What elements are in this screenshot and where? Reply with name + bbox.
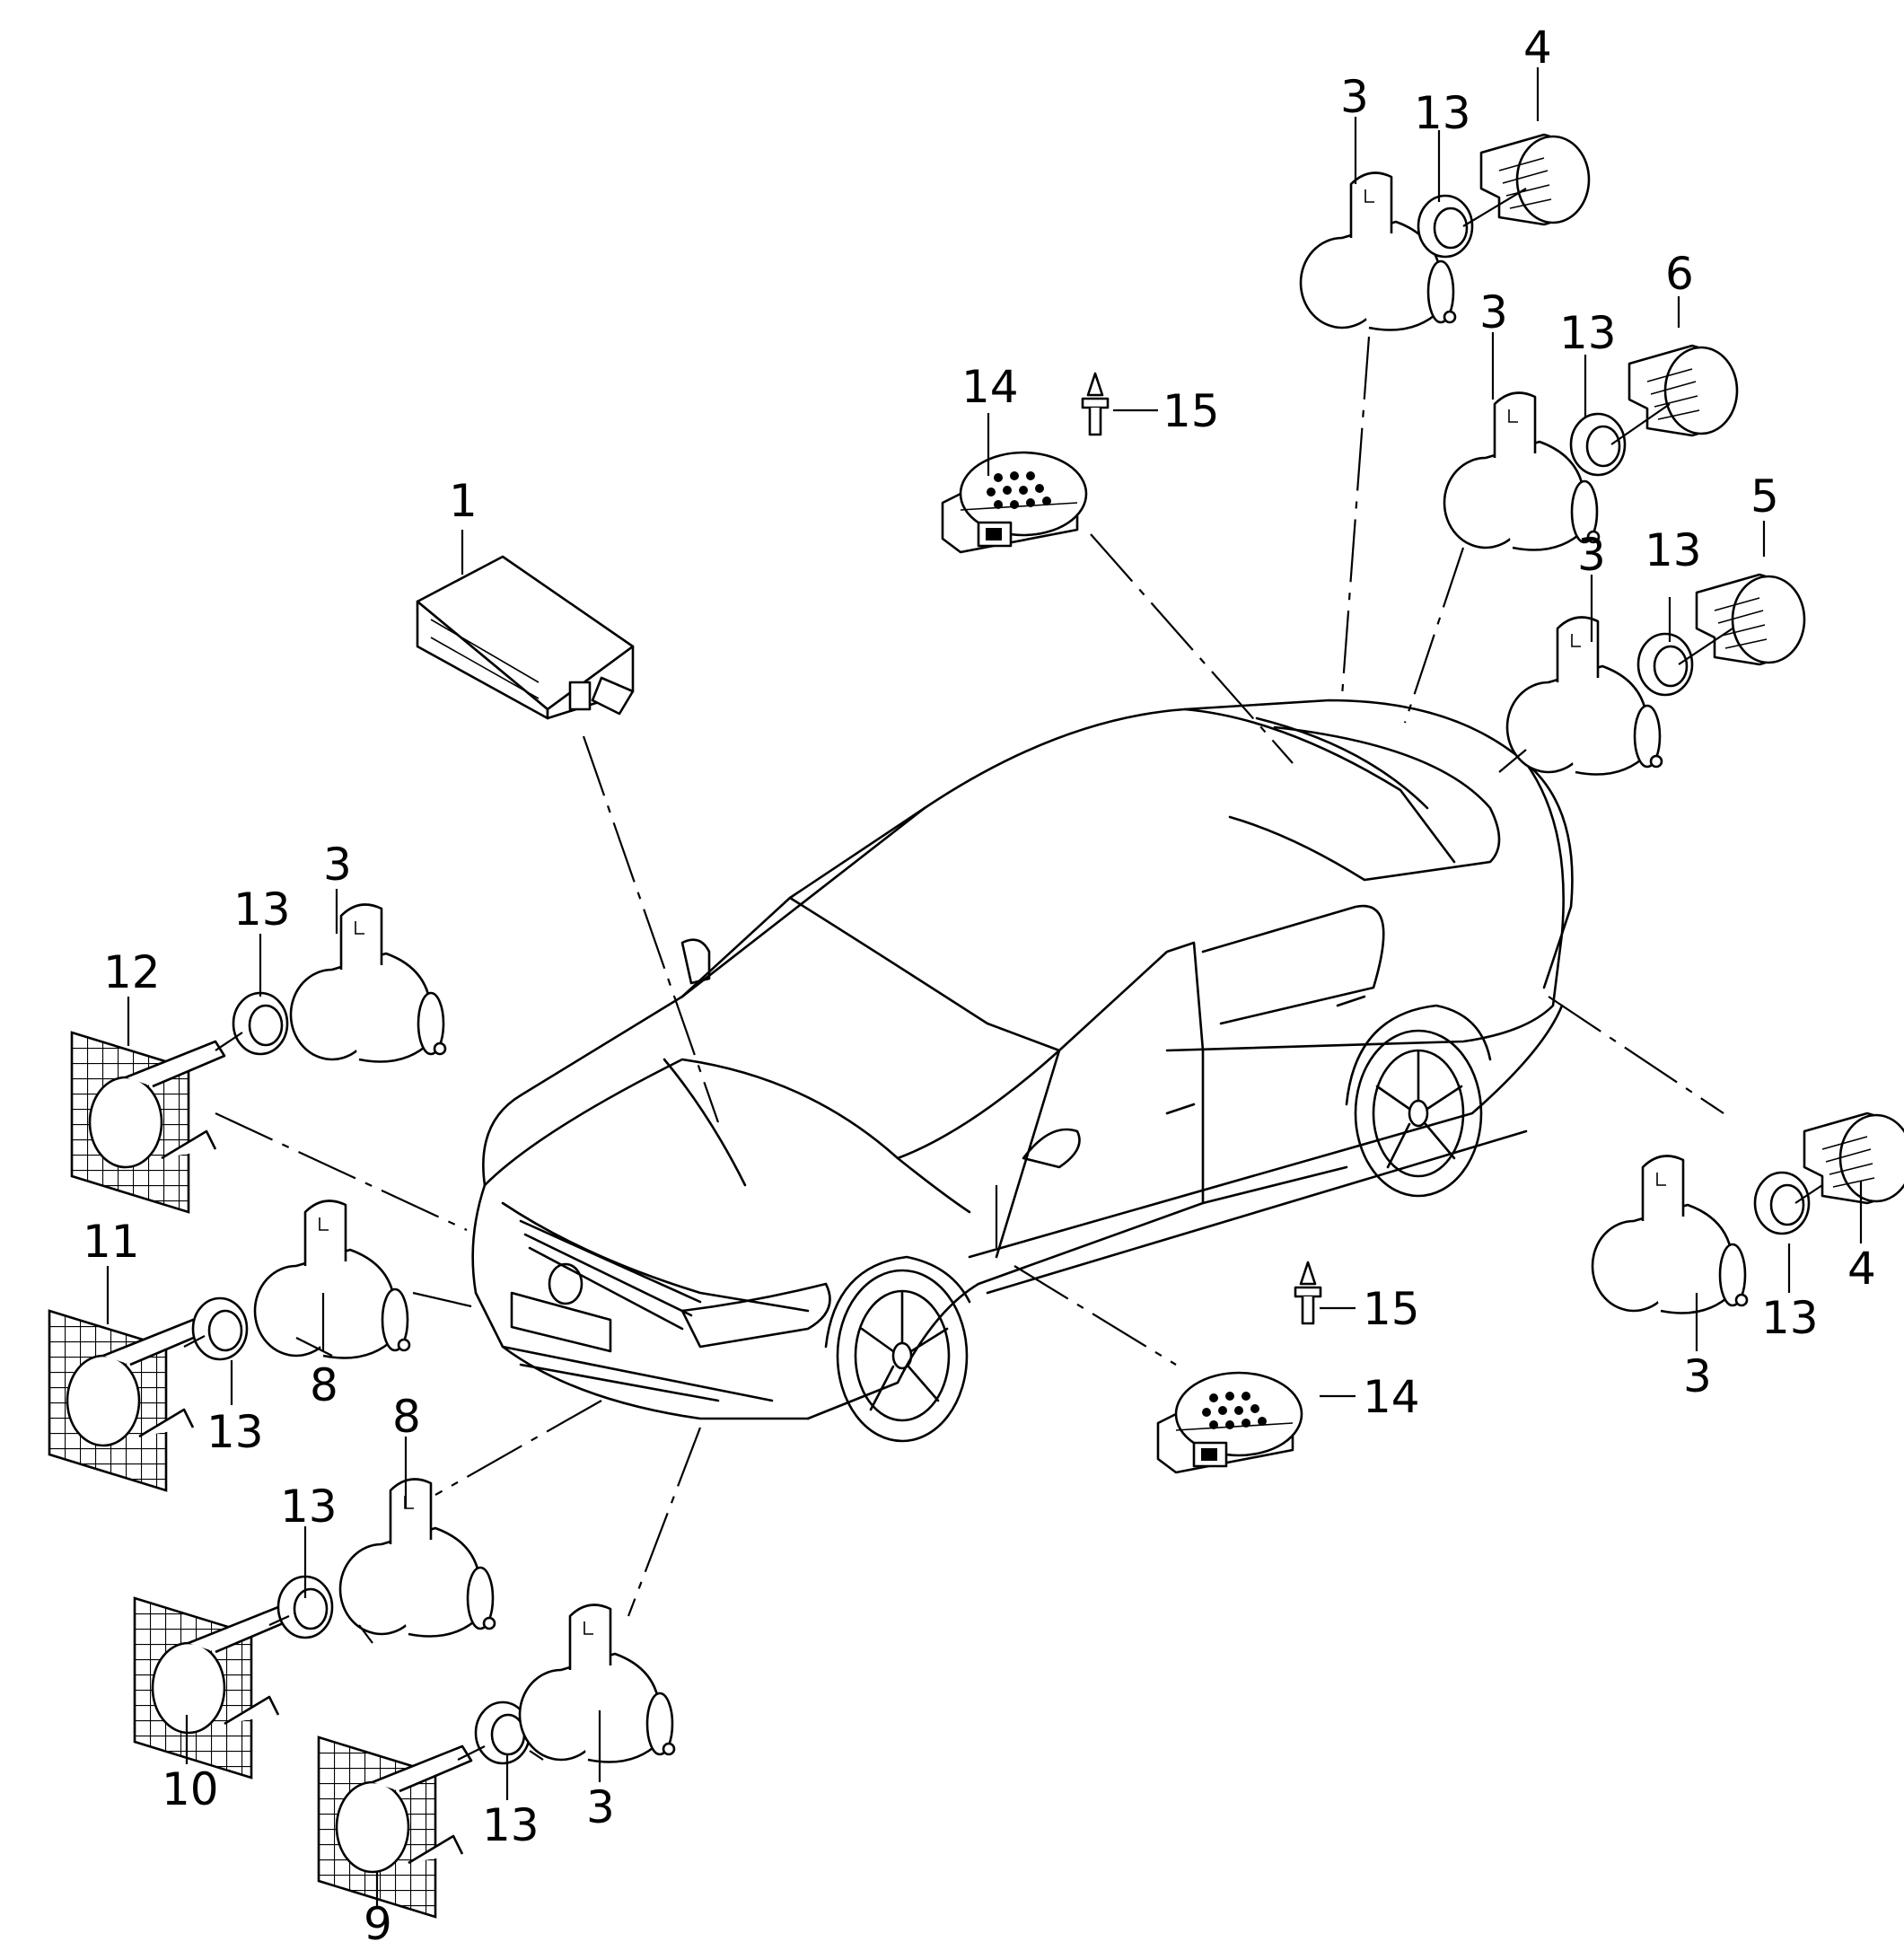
- ring-front-12: [232, 991, 289, 1056]
- sensor-front-12: [289, 903, 447, 1063]
- cap-rear-4: [1803, 1112, 1904, 1205]
- callout-12: 12: [103, 946, 161, 998]
- bracket-11: [48, 1309, 204, 1492]
- sensor-rear-4: [1591, 1155, 1749, 1314]
- bracket-10: [133, 1596, 289, 1779]
- callout-13-rear-3: 13: [1645, 524, 1702, 576]
- buzzer-top: [941, 451, 1088, 554]
- callout-3-rear-2: 3: [1479, 286, 1508, 338]
- callout-3-rear-1: 3: [1340, 71, 1369, 123]
- callout-13-front-10: 13: [280, 1481, 338, 1533]
- assembly-lines: [183, 188, 1823, 1761]
- callout-14-bottom: 14: [1363, 1371, 1420, 1423]
- rivet-top: [1081, 372, 1110, 436]
- car-outline: [471, 699, 1574, 1443]
- cap-rear-3: [1695, 573, 1806, 666]
- callout-11: 11: [83, 1216, 140, 1268]
- callout-13-rear-4: 13: [1761, 1292, 1819, 1344]
- callout-labels: 1 3 13 4 3 13 6 3 13 5 14 15 3 13 12 11 …: [83, 22, 1876, 1942]
- callout-13-front-12: 13: [233, 883, 291, 936]
- callout-4-rear-1: 4: [1523, 22, 1552, 74]
- callout-13-front-11: 13: [206, 1406, 264, 1458]
- rivet-bottom: [1294, 1261, 1322, 1325]
- callout-13-front-9: 13: [482, 1799, 540, 1851]
- sensor-front-10: [338, 1478, 496, 1638]
- callout-14-top: 14: [961, 361, 1019, 413]
- leader-lines: [215, 336, 1724, 1617]
- callout-15-bottom: 15: [1363, 1283, 1420, 1335]
- callout-8-front-11: 8: [310, 1359, 338, 1411]
- sensor-front-9: [518, 1604, 676, 1763]
- callout-6: 6: [1665, 248, 1694, 300]
- ring-front-11: [191, 1296, 249, 1361]
- sensor-rear-2: [1443, 391, 1601, 551]
- cap-rear-1: [1479, 133, 1591, 226]
- sensor-front-11: [253, 1199, 411, 1359]
- ring-rear-3: [1636, 632, 1694, 697]
- ring-rear-2: [1569, 412, 1627, 477]
- ring-rear-4: [1753, 1171, 1811, 1235]
- bracket-12: [70, 1031, 226, 1214]
- callout-3-front-9: 3: [586, 1781, 615, 1833]
- bracket-9: [317, 1735, 473, 1919]
- callout-15-top: 15: [1163, 385, 1220, 437]
- callout-13-rear-2: 13: [1559, 307, 1617, 359]
- callout-4-rear-4: 4: [1847, 1243, 1876, 1295]
- callout-3-rear-3: 3: [1577, 529, 1606, 581]
- callout-13-rear-1: 13: [1414, 87, 1471, 139]
- buzzer-bottom: [1156, 1371, 1303, 1474]
- callout-3-rear-4: 3: [1683, 1350, 1712, 1402]
- callout-9: 9: [364, 1898, 392, 1942]
- callout-5: 5: [1750, 470, 1779, 523]
- callout-10: 10: [162, 1763, 219, 1815]
- callout-3-front-12: 3: [323, 839, 352, 891]
- callout-8-front-10: 8: [392, 1391, 421, 1443]
- callout-1: 1: [449, 475, 478, 527]
- control-unit: [416, 555, 635, 720]
- callout-ticks: [106, 67, 1863, 1908]
- sensor-rear-3: [1505, 616, 1663, 776]
